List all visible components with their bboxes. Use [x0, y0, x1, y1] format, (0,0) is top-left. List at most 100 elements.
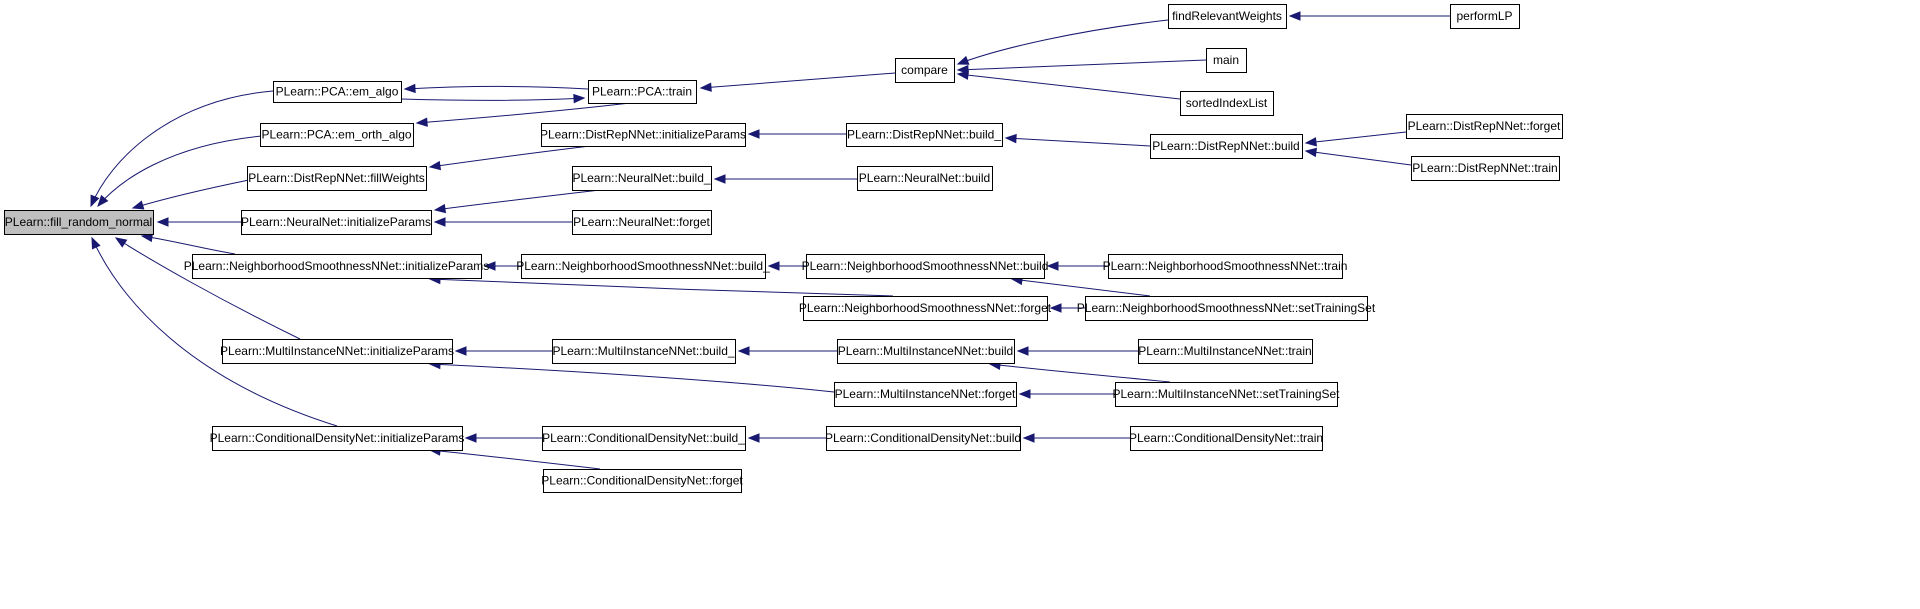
- node-label: PLearn::PCA::em_algo: [276, 85, 399, 99]
- node-box: [837, 339, 1015, 364]
- edge-nsnnet_initparams-to-fill_random_normal: [140, 232, 236, 255]
- node-minnet-train[interactable]: PLearn::MultiInstanceNNet::train: [1138, 339, 1313, 364]
- edge-minnet_build_-to-minnet_initparams: [454, 346, 552, 356]
- node-box: [895, 58, 955, 83]
- node-minnet-initparams[interactable]: PLearn::MultiInstanceNNet::initializePar…: [220, 339, 454, 364]
- node-distrep-train[interactable]: PLearn::DistRepNNet::train: [1411, 156, 1560, 181]
- node-box: [806, 254, 1045, 279]
- node-label: PLearn::ConditionalDensityNet::initializ…: [210, 431, 465, 445]
- edge-line: [429, 278, 894, 297]
- node-box: [222, 339, 453, 364]
- node-minnet-build-[interactable]: PLearn::MultiInstanceNNet::build_: [552, 339, 736, 364]
- edge-line: [1011, 278, 1151, 297]
- node-pca-em-orth-algo[interactable]: PLearn::PCA::em_orth_algo: [260, 123, 414, 147]
- edge-distrep_build_-to-distrep_initparams: [747, 129, 846, 139]
- node-minnet-forget[interactable]: PLearn::MultiInstanceNNet::forget: [834, 382, 1017, 407]
- node-box: [846, 123, 1003, 147]
- node-box: [803, 296, 1048, 321]
- edge-minnet_build-to-minnet_build_: [737, 346, 837, 356]
- edge-compare-to-pca_train: [699, 72, 896, 92]
- edge-main-to-compare: [956, 59, 1207, 75]
- node-cdn-build[interactable]: PLearn::ConditionalDensityNet::build: [825, 426, 1021, 451]
- edge-cdn_build_-to-cdn_initparams: [464, 433, 542, 443]
- node-nsnnet-build-[interactable]: PLearn::NeighborhoodSmoothnessNNet::buil…: [516, 254, 770, 279]
- node-sortedindexlist[interactable]: sortedIndexList: [1180, 91, 1274, 116]
- node-distrep-build[interactable]: PLearn::DistRepNNet::build: [1150, 134, 1303, 159]
- node-fill-random-normal[interactable]: PLearn::fill_random_normal: [4, 210, 154, 235]
- node-label: PLearn::fill_random_normal: [5, 215, 152, 229]
- arrowhead-icon: [573, 93, 586, 104]
- node-minnet-settrainingset[interactable]: PLearn::MultiInstanceNNet::setTrainingSe…: [1113, 382, 1341, 407]
- node-distrep-initparams[interactable]: PLearn::DistRepNNet::initializeParams: [540, 123, 746, 147]
- node-nsnnet-train[interactable]: PLearn::NeighborhoodSmoothnessNNet::trai…: [1103, 254, 1348, 279]
- edge-neuralnet_build-to-neuralnet_build_: [713, 174, 857, 184]
- node-main[interactable]: main: [1206, 48, 1247, 73]
- node-nsnnet-initparams[interactable]: PLearn::NeighborhoodSmoothnessNNet::init…: [184, 254, 490, 279]
- node-box: [588, 80, 697, 104]
- node-neuralnet-build-[interactable]: PLearn::NeuralNet::build_: [572, 166, 712, 191]
- node-label: PLearn::NeuralNet::build: [859, 171, 990, 185]
- arrowhead-icon: [1016, 346, 1029, 356]
- edge-findrelevantweights-to-compare: [956, 19, 1169, 65]
- node-box: [1150, 134, 1303, 159]
- edge-pca_train-to-pca_em_orth_algo: [415, 102, 631, 127]
- node-nsnnet-forget[interactable]: PLearn::NeighborhoodSmoothnessNNet::forg…: [799, 296, 1052, 321]
- edge-line: [91, 237, 338, 427]
- node-distrep-build-[interactable]: PLearn::DistRepNNet::build_: [846, 123, 1003, 147]
- edge-line: [132, 179, 250, 209]
- edge-line: [90, 90, 274, 207]
- node-performlp[interactable]: performLP: [1450, 4, 1520, 29]
- node-cdn-forget[interactable]: PLearn::ConditionalDensityNet::forget: [541, 469, 743, 493]
- edge-nsnnet_train-to-nsnnet_build: [1046, 261, 1108, 271]
- node-label: PLearn::ConditionalDensityNet::forget: [541, 474, 743, 488]
- node-label: findRelevantWeights: [1172, 9, 1282, 23]
- node-minnet-build[interactable]: PLearn::MultiInstanceNNet::build: [837, 339, 1015, 364]
- edge-distrep_build-to-distrep_build_: [1004, 133, 1151, 147]
- node-label: main: [1213, 53, 1239, 67]
- node-box: [572, 210, 712, 235]
- edge-cdn_train-to-cdn_build: [1022, 433, 1130, 443]
- edge-line: [957, 19, 1169, 65]
- node-box: [192, 254, 482, 279]
- node-neuralnet-initparams[interactable]: PLearn::NeuralNet::initializeParams: [241, 210, 432, 235]
- node-distrep-forget[interactable]: PLearn::DistRepNNet::forget: [1406, 114, 1563, 139]
- arrowhead-icon: [433, 217, 446, 227]
- node-label: PLearn::DistRepNNet::train: [1412, 161, 1557, 175]
- edge-nsnnet_build_-to-nsnnet_initparams: [483, 261, 521, 271]
- node-pca-em-algo[interactable]: PLearn::PCA::em_algo: [273, 81, 402, 103]
- node-distrep-fillweights[interactable]: PLearn::DistRepNNet::fillWeights: [247, 166, 427, 191]
- node-box: [857, 166, 993, 191]
- node-label: PLearn::MultiInstanceNNet::initializePar…: [220, 344, 454, 358]
- node-findrelevantweights[interactable]: findRelevantWeights: [1168, 4, 1287, 29]
- node-cdn-build-[interactable]: PLearn::ConditionalDensityNet::build_: [542, 426, 746, 451]
- edge-line: [404, 85, 589, 90]
- node-label: PLearn::MultiInstanceNNet::train: [1138, 344, 1311, 358]
- edge-nsnnet_settrainingset-to-nsnnet_build: [1010, 275, 1151, 297]
- arrowhead-icon: [956, 70, 969, 80]
- node-label: PLearn::NeuralNet::forget: [573, 215, 710, 229]
- node-box: [552, 339, 736, 364]
- node-label: PLearn::NeighborhoodSmoothnessNNet::forg…: [799, 301, 1052, 315]
- node-label: PLearn::DistRepNNet::build: [1152, 139, 1299, 153]
- arrowhead-icon: [1304, 137, 1317, 147]
- node-cdn-train[interactable]: PLearn::ConditionalDensityNet::train: [1129, 426, 1323, 451]
- node-neuralnet-forget[interactable]: PLearn::NeuralNet::forget: [572, 210, 712, 235]
- node-label: PLearn::NeighborhoodSmoothnessNNet::buil…: [516, 259, 770, 273]
- edge-distrep_train-to-distrep_build: [1304, 147, 1412, 166]
- node-box: [260, 123, 414, 147]
- arrowhead-icon: [464, 433, 477, 443]
- node-cdn-initparams[interactable]: PLearn::ConditionalDensityNet::initializ…: [210, 426, 465, 451]
- node-nsnnet-settrainingset[interactable]: PLearn::NeighborhoodSmoothnessNNet::setT…: [1077, 296, 1376, 321]
- node-compare[interactable]: compare: [895, 58, 955, 83]
- arrowhead-icon: [1046, 261, 1059, 271]
- node-pca-train[interactable]: PLearn::PCA::train: [588, 80, 697, 104]
- edge-line: [434, 189, 601, 211]
- edge-sortedindexlist-to-compare: [956, 70, 1181, 100]
- node-box: [541, 123, 746, 147]
- edge-neuralnet_forget-to-neuralnet_initparams: [433, 217, 572, 227]
- arrowhead-icon: [90, 194, 100, 208]
- node-nsnnet-build[interactable]: PLearn::NeighborhoodSmoothnessNNet::buil…: [802, 254, 1049, 279]
- node-neuralnet-build[interactable]: PLearn::NeuralNet::build: [857, 166, 993, 191]
- arrowhead-icon: [1018, 389, 1031, 399]
- node-box: [1406, 114, 1563, 139]
